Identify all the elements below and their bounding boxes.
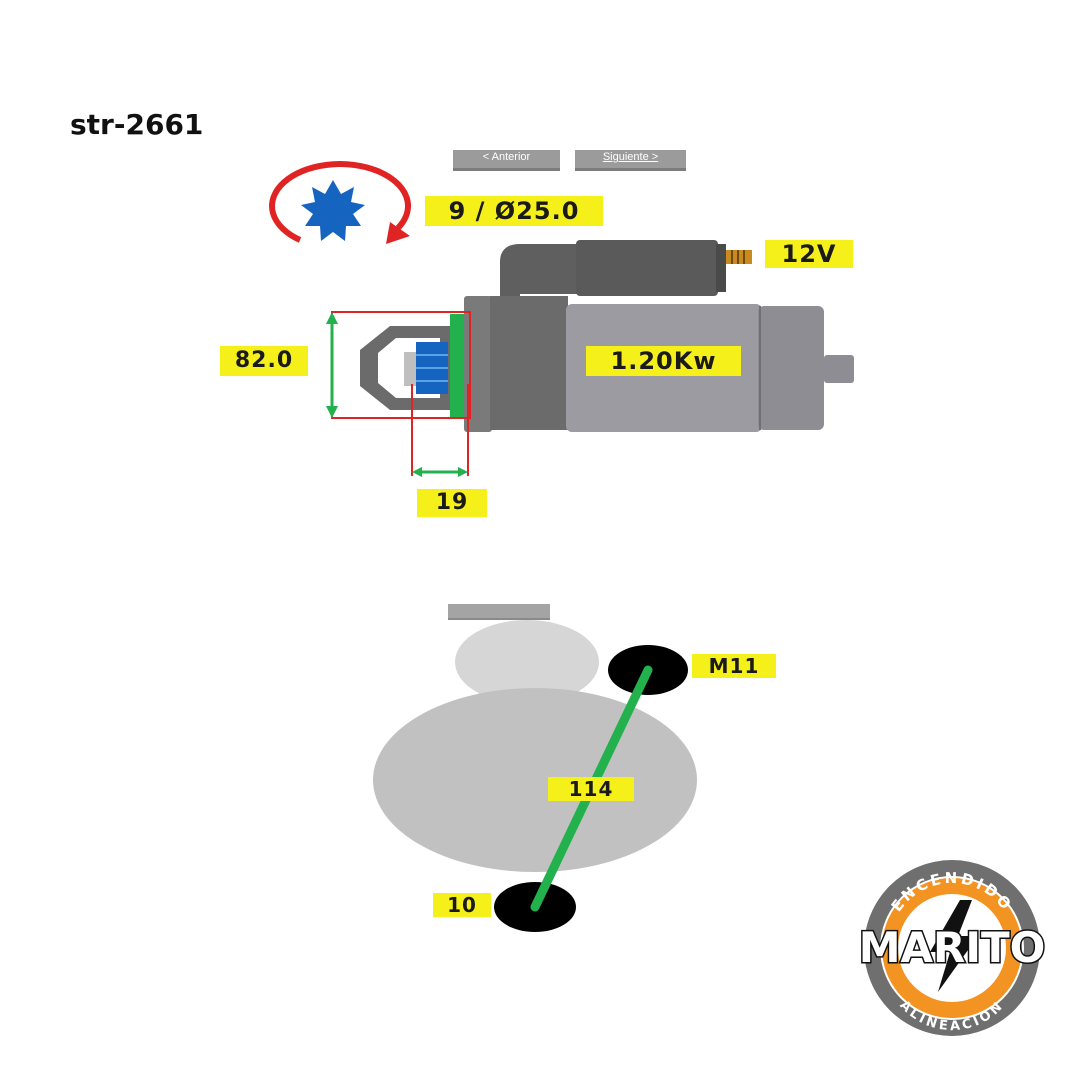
- terminal-stud-icon: [726, 250, 752, 264]
- top-bolt-label: M11: [692, 654, 776, 678]
- lightning-bolt-icon: [930, 900, 978, 992]
- rotation-arrowhead-icon: [386, 222, 410, 244]
- power-label: 1.20Kw: [586, 346, 741, 376]
- starter-side-view: [269, 161, 854, 477]
- next-button[interactable]: Siguiente >: [575, 150, 686, 171]
- previous-button[interactable]: < Anterior: [453, 150, 560, 171]
- flange-seal-green: [450, 314, 464, 418]
- solenoid-outline: [455, 620, 599, 704]
- voltage-label: 12V: [765, 240, 853, 268]
- motor-shaft-end: [824, 355, 854, 383]
- solenoid-cap: [576, 240, 718, 296]
- rotation-arrow-icon: [269, 161, 411, 243]
- drive-housing: [490, 296, 568, 430]
- bottom-bolt-label: 10: [433, 893, 491, 917]
- teeth-diameter-label: 9 / Ø25.0: [425, 196, 603, 226]
- hole-distance-label: 114: [548, 777, 634, 801]
- page-title: str-2661: [70, 108, 204, 141]
- faded-nav-button: [448, 604, 550, 620]
- flange-diameter-label: 82.0: [220, 346, 308, 376]
- flange-distance-label: 19: [417, 489, 487, 517]
- svg-text:MARITO: MARITO: [859, 923, 1046, 972]
- motor-end-cap: [758, 306, 824, 430]
- pinion-gear-icon: [301, 180, 365, 241]
